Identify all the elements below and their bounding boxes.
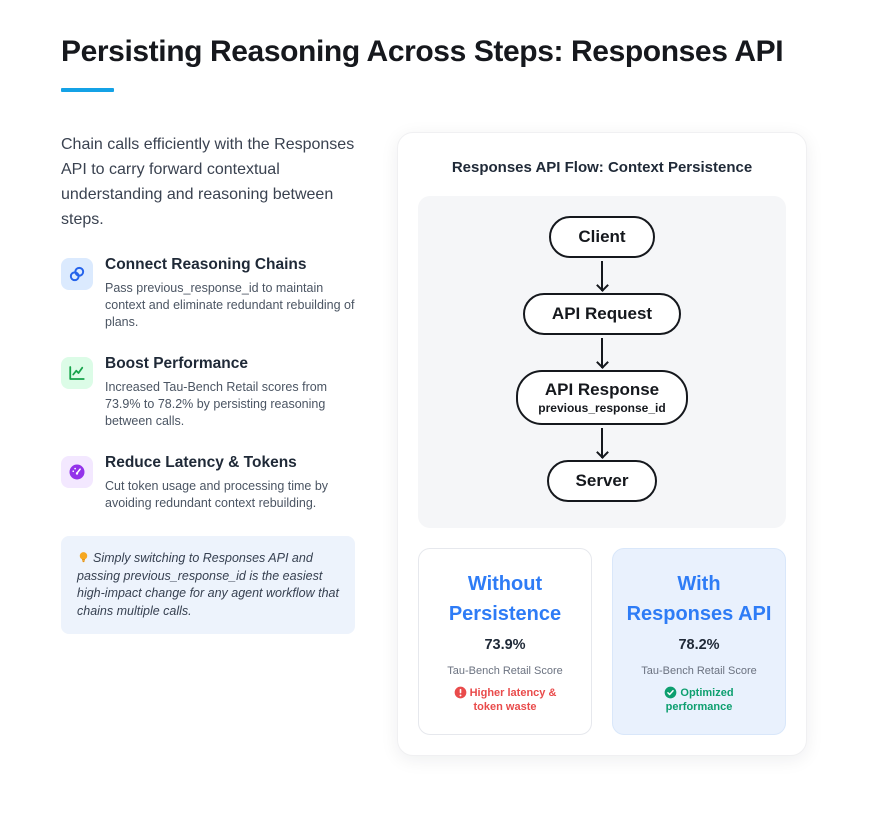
feature-body: Increased Tau-Bench Retail scores from 7… [105, 380, 328, 428]
feature-body: Cut token usage and processing time by a… [105, 479, 329, 510]
left-column: Chain calls efficiently with the Respons… [61, 132, 355, 634]
title-accent-bar [61, 88, 114, 92]
arrow-down-icon [595, 338, 609, 369]
comparison-cards: Without Persistence 73.9% Tau-Bench Reta… [418, 548, 786, 735]
flow-node-label: Server [575, 471, 629, 490]
flow-node-api-request: API Request [522, 293, 682, 335]
alert-circle-icon [454, 686, 466, 699]
card-status: Optimized performance [625, 686, 773, 714]
card-status-text: Higher latency & token waste [469, 687, 557, 713]
chart-line-icon [61, 357, 93, 389]
flow-node-api-response: API Response previous_response_id [516, 370, 688, 425]
feature-boost-performance: Boost Performance Increased Tau-Bench Re… [61, 355, 355, 430]
flow-node-label: Client [578, 227, 626, 246]
main-content: Chain calls efficiently with the Respons… [61, 132, 835, 756]
intro-paragraph: Chain calls efficiently with the Respons… [61, 136, 355, 228]
link-icon [61, 258, 93, 290]
flow-node-label: API Request [551, 304, 653, 323]
page-title: Persisting Reasoning Across Steps: Respo… [61, 35, 784, 68]
flow-node-client: Client [549, 216, 655, 258]
arrow-down-icon [595, 428, 609, 459]
card-title: Without Persistence [448, 573, 562, 625]
flow-node-label: API Response [544, 380, 660, 399]
feature-text: Boost Performance Increased Tau-Bench Re… [105, 355, 355, 430]
page: Persisting Reasoning Across Steps: Respo… [61, 35, 835, 756]
feature-connect-reasoning-chains: Connect Reasoning Chains Pass previous_r… [61, 256, 355, 331]
arrow-down-icon [595, 261, 609, 292]
card-with-responses-api: With Responses API 78.2% Tau-Bench Retai… [612, 548, 786, 735]
feature-title: Connect Reasoning Chains [105, 256, 307, 273]
flow-panel: Responses API Flow: Context Persistence … [397, 132, 807, 756]
flow-node-server: Server [546, 460, 658, 502]
feature-reduce-latency-tokens: Reduce Latency & Tokens Cut token usage … [61, 454, 355, 512]
flow-panel-title: Responses API Flow: Context Persistence [451, 159, 753, 176]
flow-node-sublabel: previous_response_id [538, 401, 666, 415]
lightbulb-icon [79, 552, 88, 563]
card-status: Higher latency & token waste [431, 686, 579, 714]
card-score-label: Tau-Bench Retail Score [447, 665, 563, 677]
feature-body: Pass previous_response_id to maintain co… [105, 281, 355, 329]
check-circle-icon [665, 686, 677, 699]
feature-text: Reduce Latency & Tokens Cut token usage … [105, 454, 355, 512]
card-score: 73.9% [484, 637, 526, 653]
tip-callout: Simply switching to Responses API and pa… [61, 536, 355, 634]
gauge-icon [61, 456, 93, 488]
card-without-persistence: Without Persistence 73.9% Tau-Bench Reta… [418, 548, 592, 735]
feature-title: Boost Performance [105, 355, 248, 372]
flow-diagram: Client API Request API Response previous… [418, 196, 786, 528]
card-score-label: Tau-Bench Retail Score [641, 665, 757, 677]
card-score: 78.2% [678, 637, 720, 653]
feature-text: Connect Reasoning Chains Pass previous_r… [105, 256, 355, 331]
tip-text: Simply switching to Responses API and pa… [77, 551, 339, 618]
card-status-text: Optimized performance [665, 687, 734, 713]
feature-title: Reduce Latency & Tokens [105, 454, 297, 471]
card-title: With Responses API [626, 573, 772, 625]
